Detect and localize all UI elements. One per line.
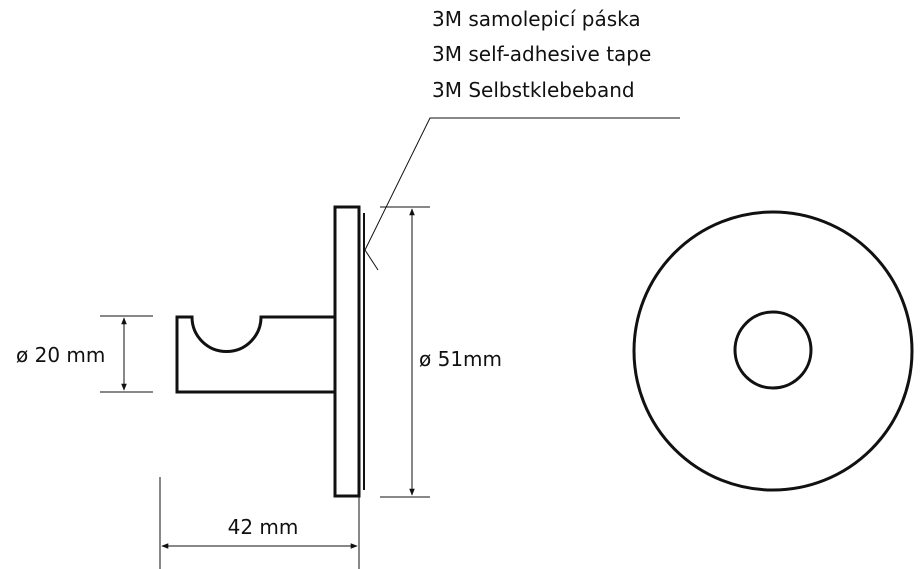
tape-label-cz: 3M samolepicí páska <box>432 7 641 31</box>
front-view-hook <box>733 310 813 390</box>
depth-label: 42 mm <box>228 515 299 539</box>
tape-label-en: 3M self-adhesive tape <box>432 42 651 66</box>
tape-label-de: 3M Selbstklebeband <box>432 78 635 102</box>
plate-diameter-label: ø 51mm <box>419 347 502 371</box>
front-view-plate <box>632 210 914 492</box>
hook-diameter-label: ø 20 mm <box>16 343 105 367</box>
leader-line <box>364 117 680 271</box>
hook-arm <box>175 315 335 394</box>
wall-plate <box>333 205 361 498</box>
